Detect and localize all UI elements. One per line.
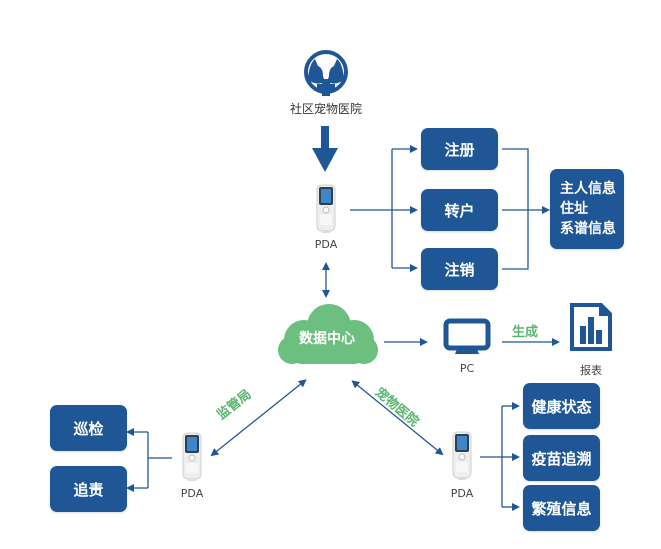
action-register-box: 注册 xyxy=(421,128,498,170)
pc-label: PC xyxy=(459,362,475,375)
generate-label: 生成 xyxy=(512,325,539,340)
supervision-actions-lines xyxy=(126,428,172,492)
pc-monitor-icon xyxy=(443,318,491,358)
action-inspection-box: 巡检 xyxy=(50,405,127,451)
top-pda-label: PDA xyxy=(314,238,338,251)
hospital-actions-lines xyxy=(480,402,520,511)
top-pda-device-icon xyxy=(316,184,336,234)
pet-hospital-icon xyxy=(301,50,351,96)
report-label: 报表 xyxy=(580,364,602,377)
datacenter-supervision-link xyxy=(210,379,307,457)
info-line-address: 住址 xyxy=(560,201,588,217)
action-breeding-info-box: 繁殖信息 xyxy=(523,485,600,531)
hospital-pda-label: PDA xyxy=(450,487,474,500)
source-label: 社区宠物医院 xyxy=(289,102,362,116)
data-center-cloud: 数据中心 xyxy=(274,300,380,370)
action-cancel-box: 注销 xyxy=(421,248,498,290)
report-chart-icon xyxy=(569,302,613,352)
action-vaccine-trace-box: 疫苗追溯 xyxy=(523,435,600,481)
info-line-pedigree: 系谱信息 xyxy=(560,221,616,237)
supervision-pda-label: PDA xyxy=(180,487,204,500)
action-accountability-box: 追责 xyxy=(50,466,127,512)
supervision-pda-device-icon xyxy=(182,432,202,482)
data-center-label: 数据中心 xyxy=(299,331,355,347)
action-transfer-box: 转户 xyxy=(421,189,498,231)
registration-info-box: 主人信息 住址 系谱信息 xyxy=(550,169,624,249)
pda-to-actions-lines xyxy=(350,145,418,272)
datacenter-hospital-link xyxy=(351,380,444,456)
action-health-status-box: 健康状态 xyxy=(523,383,600,429)
hospital-pda-device-icon xyxy=(452,431,472,481)
cloud-icon xyxy=(278,304,378,364)
info-line-owner: 主人信息 xyxy=(560,181,616,197)
actions-to-info-lines xyxy=(502,148,550,270)
source-to-pda-arrow xyxy=(312,126,338,172)
